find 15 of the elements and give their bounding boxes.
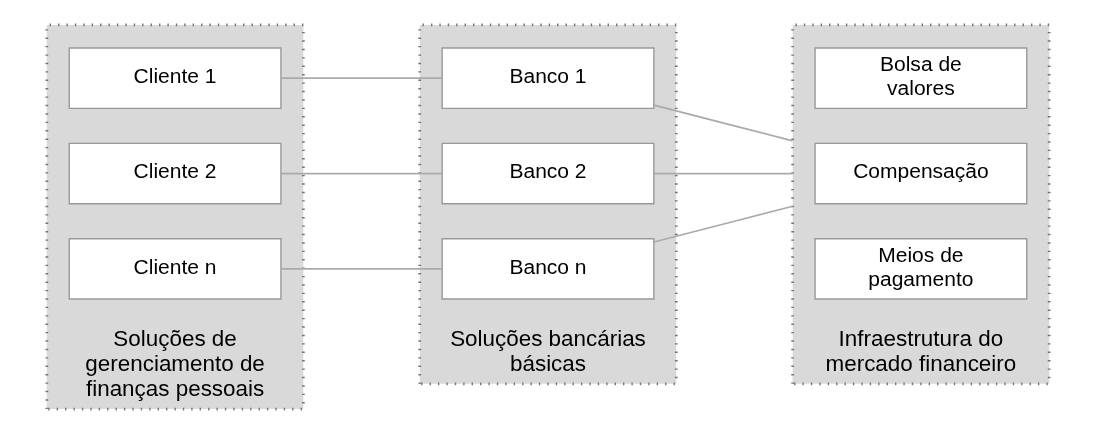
node-box: Banco 1 <box>441 47 655 110</box>
connector <box>653 205 794 243</box>
node-box: Cliente n <box>68 238 282 300</box>
connector <box>280 268 443 270</box>
node-box: Bolsa de valores <box>814 47 1028 110</box>
connector <box>653 104 794 142</box>
node-box: Banco 2 <box>441 142 655 205</box>
node-box: Banco n <box>441 238 655 300</box>
connector <box>280 77 443 80</box>
node-box: Meios de pagamento <box>814 238 1028 300</box>
node-box: Compensação <box>814 142 1028 205</box>
connector <box>653 172 794 175</box>
node-box: Cliente 1 <box>68 47 282 110</box>
node-box: Cliente 2 <box>68 142 282 205</box>
connector <box>280 172 443 175</box>
